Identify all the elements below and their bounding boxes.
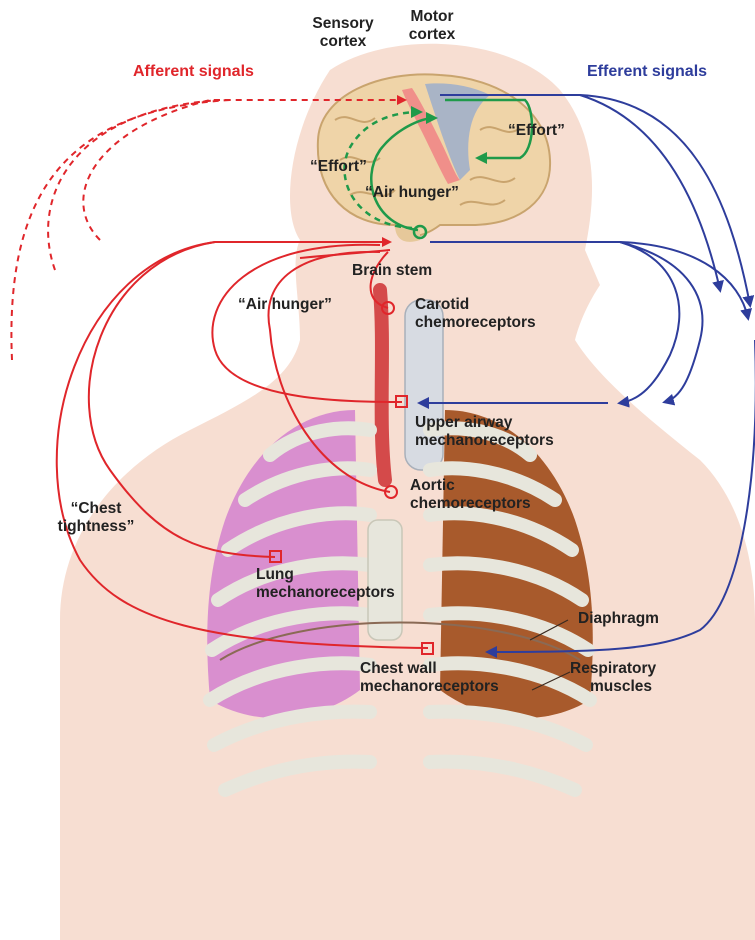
lung-mechanoreceptors-label: Lung mechanoreceptors bbox=[256, 566, 395, 602]
efferent-signals-header: Efferent signals bbox=[587, 63, 707, 81]
brain-stem-label: Brain stem bbox=[352, 262, 432, 280]
effort-label-right: “Effort” bbox=[508, 122, 565, 140]
respiratory-muscles-label: Respiratory muscles bbox=[570, 660, 656, 696]
diaphragm-label: Diaphragm bbox=[578, 610, 659, 628]
effort-label-left: “Effort” bbox=[310, 158, 367, 176]
air-hunger-brain-label: “Air hunger” bbox=[365, 184, 459, 202]
afferent-signals-header: Afferent signals bbox=[133, 63, 254, 81]
sensory-cortex-label: Sensory cortex bbox=[299, 15, 387, 51]
motor-cortex-label: Motor cortex bbox=[398, 8, 466, 44]
upper-airway-label: Upper airway mechanoreceptors bbox=[415, 414, 554, 450]
carotid-chemoreceptors-label: Carotid chemoreceptors bbox=[415, 296, 536, 332]
aortic-chemoreceptors-label: Aortic chemoreceptors bbox=[410, 477, 531, 513]
chest-tightness-label: “Chest tightness” bbox=[46, 500, 146, 536]
chest-wall-mechanoreceptors-label: Chest wall mechanoreceptors bbox=[360, 660, 499, 696]
carotid-artery bbox=[380, 290, 385, 480]
air-hunger-label: “Air hunger” bbox=[238, 296, 332, 314]
